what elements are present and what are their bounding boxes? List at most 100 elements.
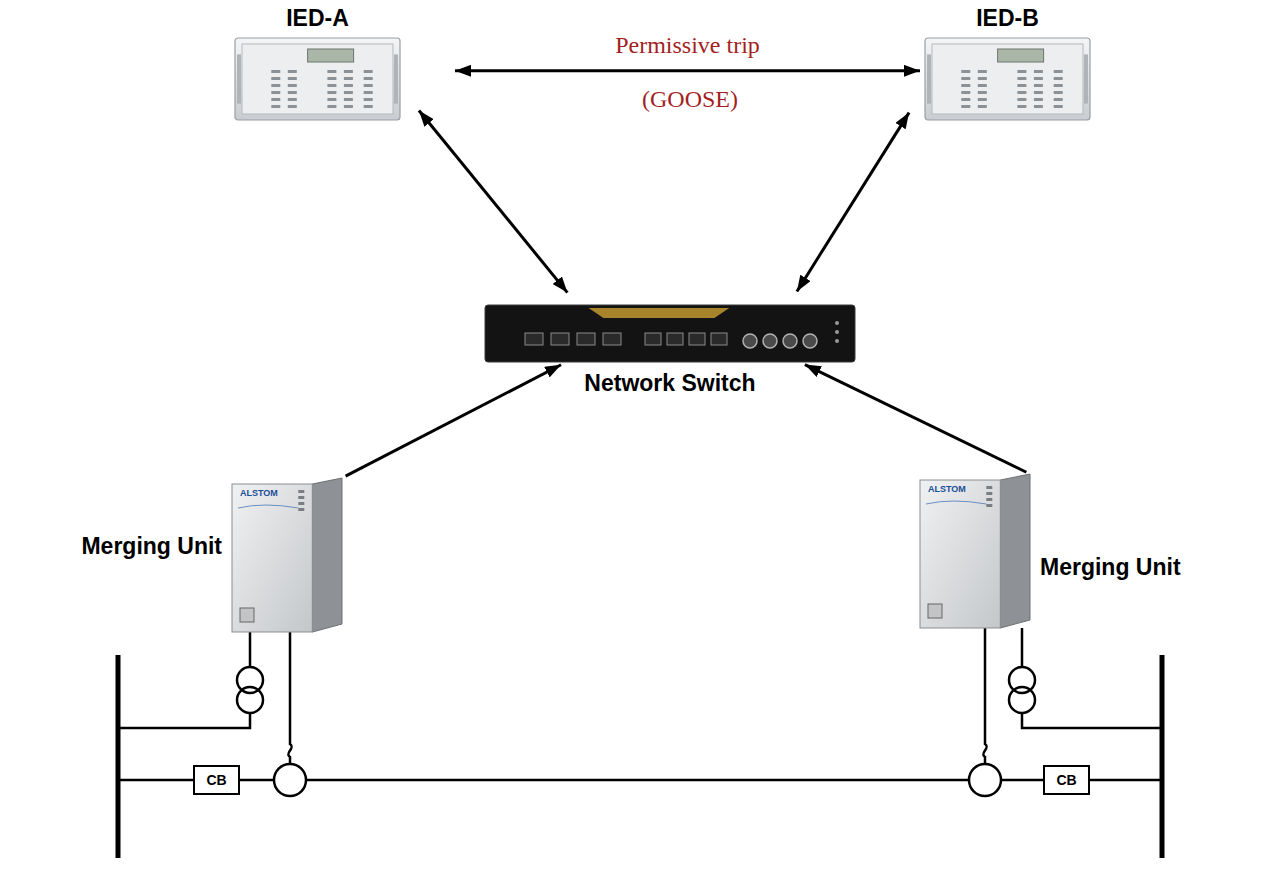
switch-body <box>485 305 855 362</box>
ied-front <box>242 44 393 114</box>
fiber-port <box>803 334 817 348</box>
ied-led <box>1017 77 1026 80</box>
switch-port <box>711 333 727 345</box>
ied-front <box>932 44 1083 114</box>
switch-logo-band <box>589 308 730 318</box>
ied-led <box>327 70 336 73</box>
signal-arrow <box>797 113 909 292</box>
device-label: Merging Unit <box>81 533 222 560</box>
mu-led <box>298 508 304 511</box>
ied-handle <box>927 54 931 103</box>
ied-led <box>364 77 373 80</box>
ied-led <box>978 105 987 108</box>
ied-led <box>1034 91 1043 94</box>
switch-led <box>835 339 839 343</box>
ied-led <box>1054 84 1063 87</box>
mu-led <box>298 502 304 505</box>
ied-led <box>327 84 336 87</box>
device-picture <box>232 478 342 632</box>
vt-secondary-wire <box>249 632 252 667</box>
device-label: Merging Unit <box>1040 554 1181 581</box>
ied-led <box>961 91 970 94</box>
ied-led <box>271 77 280 80</box>
switch-led <box>835 330 839 334</box>
ied-led <box>288 91 297 94</box>
mu-led <box>298 496 304 499</box>
ied-led <box>978 77 987 80</box>
ied-led <box>1054 91 1063 94</box>
mu-side <box>1000 474 1030 628</box>
switch-port <box>577 333 595 345</box>
vt-secondary-wire <box>1021 628 1024 667</box>
ied-led <box>288 70 297 73</box>
ied-led <box>271 70 280 73</box>
brand-text: ALSTOM <box>928 484 966 494</box>
ied-led <box>978 91 987 94</box>
ied-device: IED-B <box>925 38 1090 120</box>
mu-led <box>986 486 992 489</box>
ied-led <box>364 105 373 108</box>
ied-led <box>344 84 353 87</box>
ied-handle <box>394 54 398 103</box>
ied-led <box>1017 84 1026 87</box>
mu-front <box>232 484 312 632</box>
ied-led <box>1054 77 1063 80</box>
mu-trim <box>926 501 986 504</box>
line-wire <box>240 779 1043 782</box>
busbar <box>116 655 121 858</box>
fiber-port <box>763 334 777 348</box>
ied-led <box>1034 98 1043 101</box>
ied-led <box>344 91 353 94</box>
mu-led <box>986 498 992 501</box>
ied-led <box>288 98 297 101</box>
mu-port <box>240 608 254 622</box>
fiber-port <box>743 334 757 348</box>
device-picture <box>925 38 1090 120</box>
ied-led <box>364 98 373 101</box>
ied-led <box>1034 105 1043 108</box>
signal-arrow <box>805 365 1027 473</box>
ied-led <box>1034 77 1043 80</box>
vt-wire <box>1022 713 1162 728</box>
device-label: IED-B <box>976 5 1039 32</box>
circuit-breaker: CB <box>193 765 240 795</box>
ied-led <box>364 70 373 73</box>
ied-led <box>1034 70 1043 73</box>
network-switch: Network Switch <box>485 305 855 362</box>
breaker-label: CB <box>1056 772 1076 788</box>
ied-led <box>271 84 280 87</box>
mu-front <box>920 480 1000 628</box>
switch-led <box>835 321 839 325</box>
ied-led <box>271 98 280 101</box>
switch-port <box>667 333 683 345</box>
ied-handle <box>1084 54 1088 103</box>
line-wire <box>118 779 193 782</box>
ied-led <box>327 91 336 94</box>
ied-led <box>271 105 280 108</box>
device-label: IED-A <box>286 5 349 32</box>
ied-led <box>961 84 970 87</box>
switch-port <box>689 333 705 345</box>
current-transformer <box>969 764 1001 796</box>
ied-led <box>288 77 297 80</box>
signal-arrow <box>346 365 562 476</box>
ied-led <box>344 77 353 80</box>
ied-led <box>961 77 970 80</box>
ied-led <box>288 105 297 108</box>
ied-led <box>1054 105 1063 108</box>
ied-led <box>271 91 280 94</box>
switch-port <box>603 333 621 345</box>
merging-unit: Merging Unit <box>920 474 1030 628</box>
current-transformer <box>274 764 306 796</box>
ied-led <box>1034 84 1043 87</box>
mu-port <box>928 604 942 618</box>
protocol-label: (GOOSE) <box>642 86 738 113</box>
ied-body <box>235 38 400 120</box>
ied-led <box>1017 98 1026 101</box>
ied-led <box>978 70 987 73</box>
ied-led <box>1017 91 1026 94</box>
